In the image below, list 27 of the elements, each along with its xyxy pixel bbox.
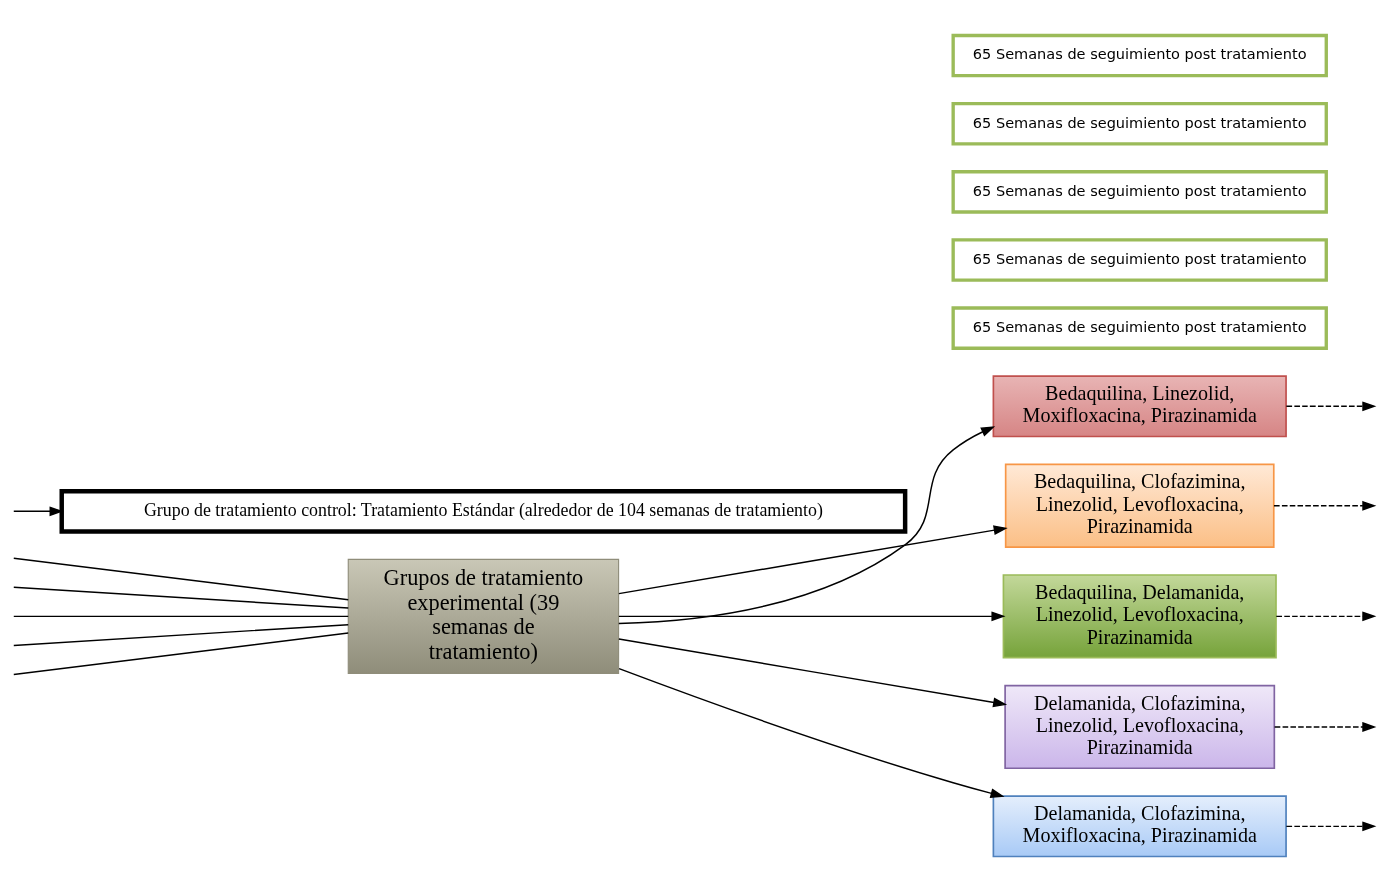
node-box: Bedaquilina, Delamanida, Linezolid, Levofloxacina, Pirazinamida <box>1002 574 1277 659</box>
arrow <box>618 611 1006 622</box>
arrow <box>1285 821 1377 832</box>
connector <box>13 623 349 647</box>
arrow <box>618 638 1008 708</box>
node-box: 65 Semanas de seguimiento post tratamiento <box>951 101 1328 146</box>
node-box: Bedaquilina, Linezolid, Moxifloxacina, Pirazinamida <box>992 375 1287 438</box>
node-box: Grupos de tratamiento experimental (39 semanas de tratamiento) <box>347 558 620 674</box>
arrow <box>1273 500 1377 511</box>
node-box: Delamanida, Clofazimina, Linezolid, Levofloxacina, Pirazinamida <box>1004 684 1276 770</box>
arrow <box>618 426 996 625</box>
connector <box>13 615 349 618</box>
arrow <box>1275 611 1377 622</box>
node-box: 65 Semanas de seguimiento post tratamiento <box>951 170 1328 214</box>
arrow <box>618 667 1005 798</box>
arrow <box>618 525 1008 595</box>
connector <box>13 557 349 601</box>
node-box: Delamanida, Clofazimina, Moxifloxacina, Pirazinamida <box>992 795 1287 858</box>
arrow <box>1273 722 1377 732</box>
node-box: 65 Semanas de seguimiento post tratamiento <box>951 238 1328 282</box>
connector <box>13 632 349 676</box>
arrow <box>1285 401 1377 412</box>
node-box: Bedaquilina, Clofazimina, Linezolid, Levofloxacina, Pirazinamida <box>1004 463 1275 548</box>
connector <box>13 586 349 609</box>
node-box: 65 Semanas de seguimiento post tratamiento <box>951 33 1328 78</box>
node-box: Grupo de tratamiento control: Tratamiento Estándar (alrededor de 104 semanas de tratamiento) <box>59 489 908 534</box>
node-box: 65 Semanas de seguimiento post tratamiento <box>951 306 1328 350</box>
